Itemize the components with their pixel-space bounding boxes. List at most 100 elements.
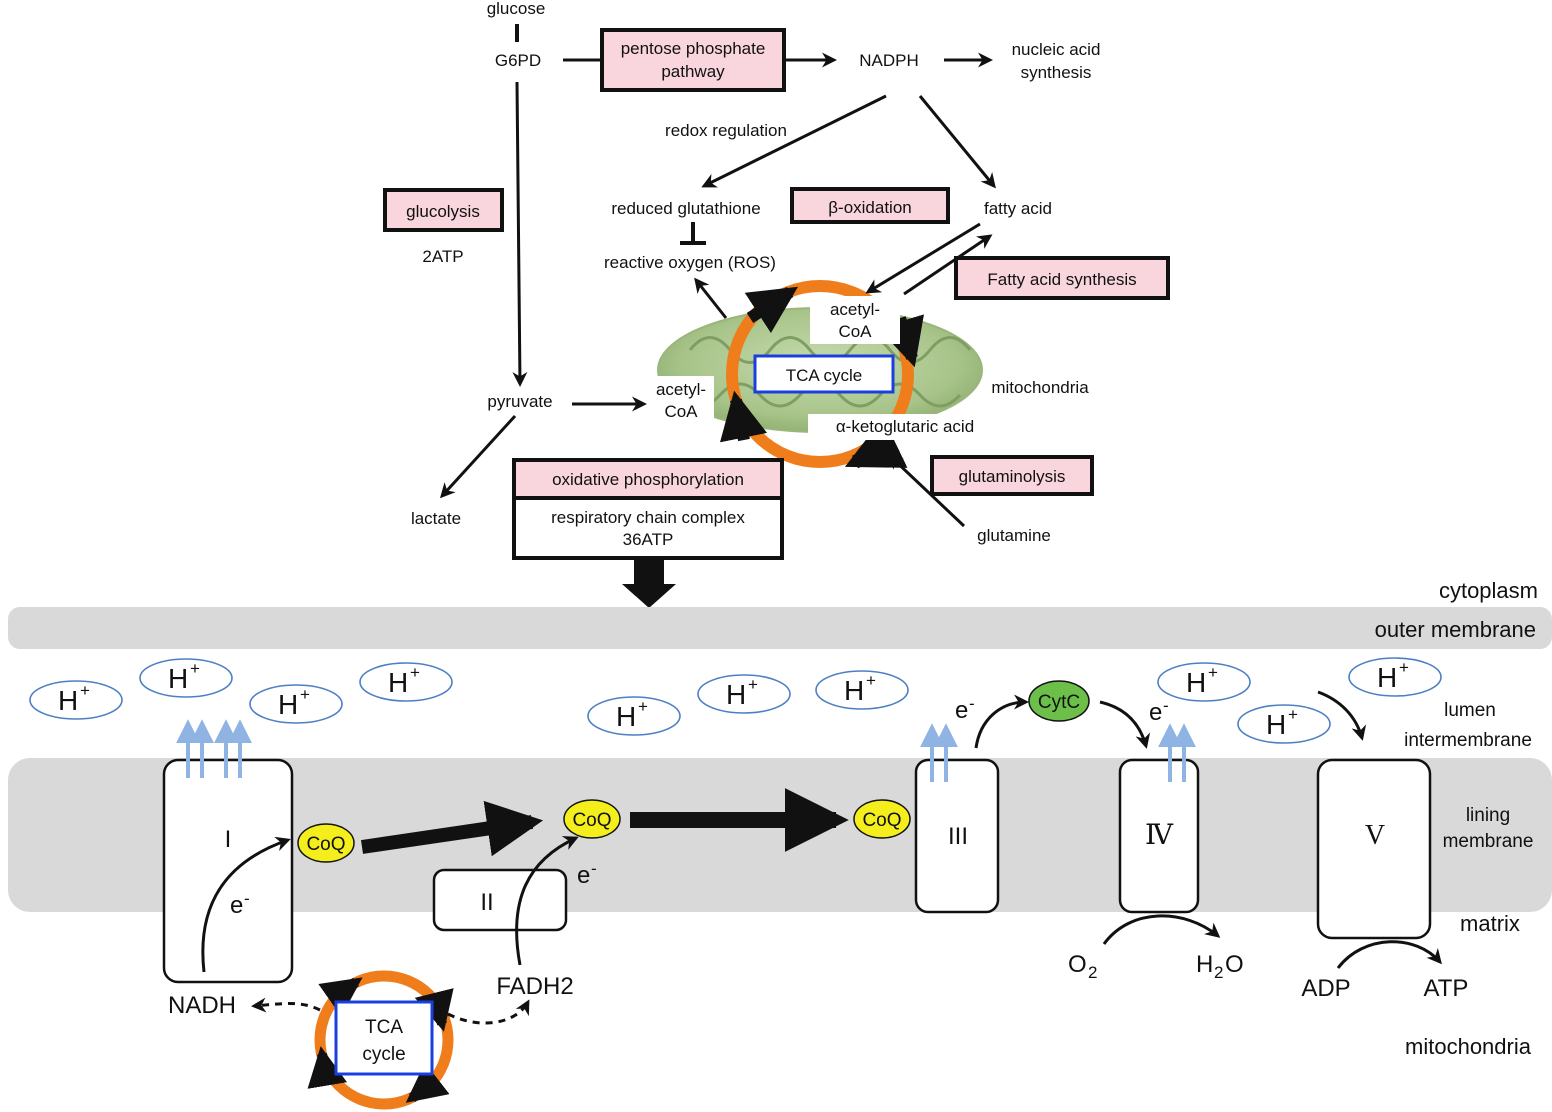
tca-to-nadh-dashed-arrow [251,997,321,1013]
fatty-acid-synthesis-label: Fatty acid synthesis [987,270,1136,289]
proton-oval: H + [359,662,453,702]
svg-text:+: + [190,659,200,678]
complex-5-box [1316,758,1432,940]
respiratory-chain-box [512,496,784,560]
down-big-arrow [622,560,676,608]
oxidative-phosphorylation-box [512,458,784,500]
svg-text:H: H [278,689,298,720]
alpha-ketoglutaric-label: α-ketoglutaric acid [836,417,974,436]
proton-oval: H + [1348,657,1442,697]
intermembrane-label: intermembrane [1404,730,1532,751]
beta-oxidation-box [790,187,950,224]
svg-text:H: H [168,663,188,694]
mitochondria-pathway-label: mitochondria [991,378,1089,397]
tca-small-label-1: TCA [365,1017,403,1038]
nadh-label: NADH [168,992,236,1019]
complex-1-box [162,758,294,984]
proton-pump-arrows-complex-3 [920,723,958,782]
glucolysis-label: glucolysis [406,202,480,221]
proton-pump-arrows-complex-4 [1158,723,1196,782]
proton-oval: H + [1237,704,1331,744]
tca-small-label-2: cycle [362,1044,405,1065]
cytc-out-arrow [1099,700,1151,749]
electron-label-1: e [230,892,243,919]
svg-text:H: H [58,685,78,716]
redox-regulation-label: redox regulation [665,121,787,140]
svg-text:H: H [1266,709,1286,740]
svg-text:+: + [1399,658,1409,677]
oxygen-reduction-arrow [1102,914,1221,945]
svg-text:H: H [844,675,864,706]
glutaminolysis-label: glutaminolysis [959,467,1066,486]
svg-text:H: H [388,667,408,698]
outer-membrane-label: outer membrane [1375,617,1536,642]
membrane-word-label: membrane [1443,831,1534,852]
coq-2 [563,799,621,839]
glutaminolysis-box [930,455,1094,496]
coq-transfer-arrow-1 [360,800,544,857]
fatty-acid-label: fatty acid [984,199,1052,218]
nucleic-acid-label-1: nucleic acid [1012,40,1101,59]
complex-3-label: III [948,823,968,850]
cytc-label: CytC [1038,692,1080,713]
glutamine-to-akg-arrow [887,453,966,528]
h2o-label-o: O [1225,951,1244,978]
nadh-electron-arrow [201,836,291,973]
proton-pump-arrows-complex-1 [176,719,252,778]
respiratory-chain-label-2: 36ATP [623,530,674,549]
svg-text:H: H [616,701,636,732]
acetyl-coa-left-label-2: CoA [664,402,698,421]
coq-1 [297,823,355,863]
svg-text:+: + [1288,705,1298,724]
nadph-label: NADPH [859,51,919,70]
tca-cycle-ring [719,280,924,469]
complex-1-label: I [225,826,232,853]
nucleic-acid-label-2: synthesis [1021,63,1092,82]
complex-4-label: Ⅳ [1145,820,1174,851]
pentose-phosphate-label-2: pathway [661,62,725,81]
mitochondria-label: mitochondria [1405,1034,1532,1059]
proton-oval: H + [815,670,909,710]
reduced-glutathione-label: reduced glutathione [611,199,760,218]
svg-text:+: + [300,685,310,704]
o2-label: O [1068,951,1087,978]
proton-oval: H + [249,684,343,724]
svg-text:H: H [1186,667,1206,698]
electron-label-4: e [1149,699,1162,726]
fatty-acid-to-acetyl-arrow [865,222,981,294]
acetyl-coa-top-label-1: acetyl- [830,300,880,319]
alpha-ketoglutaric-bg [808,414,984,440]
coq-3-label: CoQ [862,810,901,831]
complex-2-label: II [480,889,493,916]
coq-3 [853,799,911,839]
complex-2-box [432,868,568,932]
g6pd-to-pyruvate-arrow [512,81,528,387]
electron-sup-4: - [1163,696,1169,715]
pyruvate-label: pyruvate [487,392,552,411]
proton-oval: H + [29,680,123,720]
proton-into-atp-synthase-arrow [1317,690,1367,741]
svg-text:+: + [1208,663,1218,682]
svg-text:H: H [726,679,746,710]
fadh2-electron-arrow [515,836,579,966]
h2o-subscript: 2 [1214,963,1223,982]
svg-text:+: + [410,663,420,682]
acetyl-coa-left-bg [648,376,714,424]
svg-text:+: + [80,681,90,700]
lining-label: lining [1466,805,1510,826]
g6pd-label: G6PD [495,51,541,70]
acetyl-coa-top-label-2: CoA [838,322,872,341]
fatty-acid-synthesis-box [954,256,1170,300]
svg-text:H: H [1377,662,1397,693]
oxidative-phosphorylation-label: oxidative phosphorylation [552,470,744,489]
beta-oxidation-label: β-oxidation [828,198,912,217]
nadph-to-fatty-acid-arrow [918,95,996,189]
electron-sup-2: - [591,859,597,878]
pentose-phosphate-label-1: pentose phosphate [621,39,766,58]
complex-3-box [914,758,1000,914]
proton-oval: H + [1157,662,1251,702]
electron-sup-1: - [244,889,250,908]
tca-to-ros-arrow [694,277,728,319]
